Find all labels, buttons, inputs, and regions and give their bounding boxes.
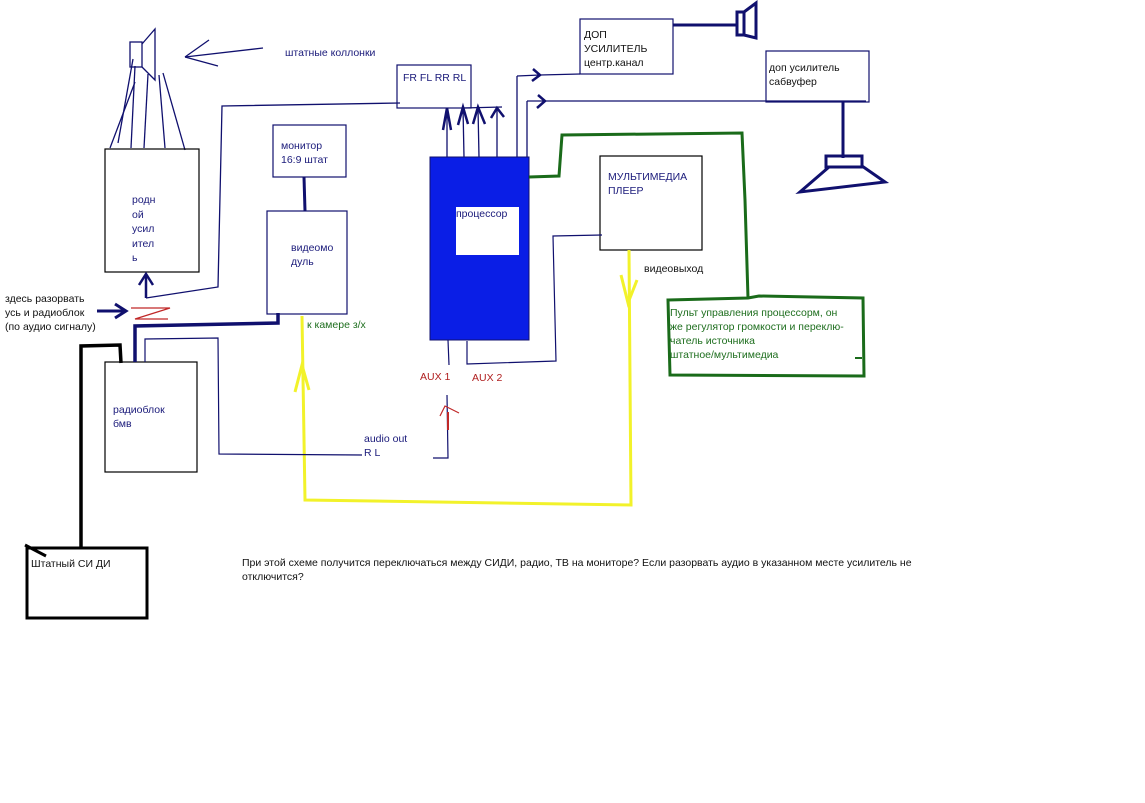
monitor-box: [272, 124, 347, 178]
stock-speakers-label: штатные коллонки: [285, 47, 376, 59]
control-panel-label: Пульт управления процессорм, он же регул…: [670, 307, 844, 361]
monitor-link: [302, 176, 307, 212]
stock-cd-box: [25, 546, 149, 620]
stock-cd-label: Штатный СИ ДИ: [31, 558, 111, 570]
center-speaker-icon: [735, 0, 758, 40]
radio-to-video-module-wire: [133, 313, 280, 362]
control-wire: [528, 131, 750, 299]
aux2-label: AUX 2: [472, 372, 503, 384]
amp-to-channels-wire: [145, 102, 401, 299]
pointer-arrow-icon: [184, 39, 264, 67]
cd-to-radio-wire: [79, 343, 123, 548]
aux1-input-arrow-icon: [433, 394, 460, 459]
stock-amp-label: родн ой усил ител ь: [132, 194, 156, 264]
stock-amp-box: [104, 148, 200, 273]
audio-out-label: audio out R L: [364, 433, 408, 459]
break-pointer-arrow-icon: [97, 302, 129, 320]
subwoofer-icon: [795, 154, 890, 195]
question-text: При этой схеме получится переключаться м…: [242, 557, 912, 583]
multimedia-player-box: [599, 155, 703, 251]
video-wire: [300, 249, 633, 507]
control-panel-box: [666, 294, 866, 378]
extra-amp-sub-box: [765, 50, 870, 103]
radio-unit-box: [104, 361, 198, 473]
channels-label: FR FL RR RL: [403, 72, 467, 84]
player-to-aux2-wire: [466, 234, 603, 365]
monitor-label: монитор 16:9 штат: [281, 140, 328, 166]
aux1-label: AUX 1: [420, 371, 451, 383]
break-marker-icon: [131, 307, 171, 320]
video-out-label: видеовыход: [644, 263, 704, 275]
channels-box: [396, 64, 472, 109]
video-module-label: видеомо дуль: [291, 242, 334, 268]
amp-input-arrow-icon: [137, 271, 155, 298]
processor-output-wires: [446, 73, 866, 158]
extra-amp-center-box: [579, 18, 674, 75]
radio-audio-out-wire: [144, 337, 363, 456]
extra-amp-center-label: ДОП УСИЛИТЕЛЬ центр.канал: [584, 29, 648, 69]
video-module-box: [266, 210, 348, 315]
break-here-note: здесь разорвать усь и радиоблок (по ауди…: [5, 293, 96, 333]
processor-label-box: [456, 207, 519, 255]
multimedia-player-label: МУЛЬТИМЕДИА ПЛЕЕР: [608, 171, 688, 197]
channel-arrows-icon: [441, 68, 547, 131]
extra-amp-sub-label: доп усилитель сабвуфер: [769, 62, 840, 88]
radio-unit-label: радиоблок бмв: [113, 404, 165, 430]
video-arrow-icon: [293, 274, 639, 393]
stock-speaker-icon: [109, 27, 186, 151]
to-camera-label: к камере з/х: [307, 319, 366, 331]
processor-label: процессор: [456, 208, 508, 220]
